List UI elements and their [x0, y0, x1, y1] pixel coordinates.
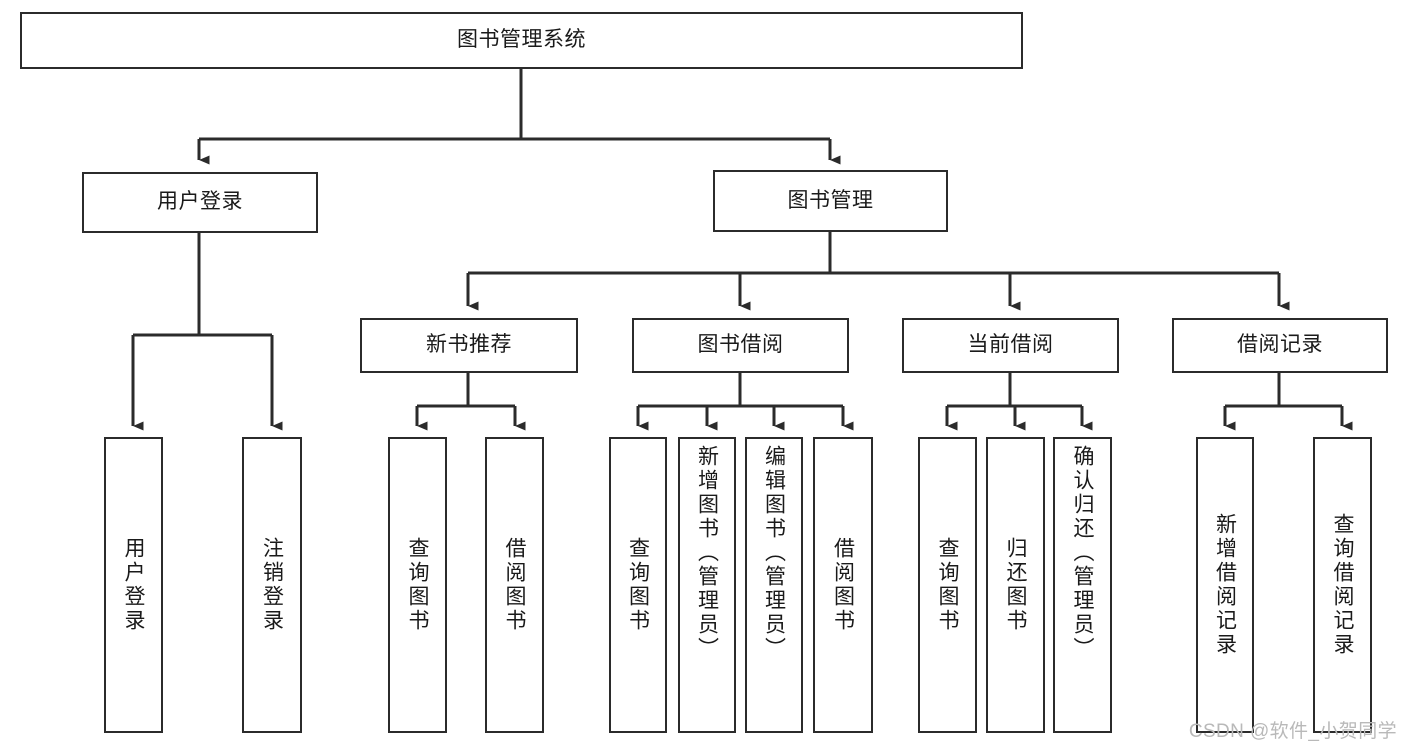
connector-newbook-to-leaves — [415, 373, 526, 431]
connector-borrowrecord-to-leaves — [1223, 373, 1353, 431]
node-label: 用户登录 — [122, 537, 145, 633]
node-label: 图书管理 — [787, 188, 874, 212]
node-label: 查询借阅记录 — [1331, 513, 1354, 657]
node-leaf-add-borrow-record[interactable]: 新增借阅记录 — [1196, 437, 1254, 733]
node-label: 用户登录 — [157, 190, 243, 214]
node-leaf-logout[interactable]: 注销登录 — [242, 437, 302, 733]
node-label: 新增图书（管理员） — [695, 445, 719, 661]
node-label: 图书管理系统 — [457, 28, 586, 52]
node-leaf-confirm-return-admin[interactable]: 确认归还（管理员） — [1053, 437, 1112, 733]
node-book-borrow[interactable]: 图书借阅 — [632, 318, 849, 373]
node-leaf-user-login[interactable]: 用户登录 — [104, 437, 163, 733]
node-leaf-query-borrow-record[interactable]: 查询借阅记录 — [1313, 437, 1372, 733]
node-label: 新书推荐 — [426, 333, 512, 357]
connector-root-to-level1 — [197, 69, 841, 165]
node-book-management[interactable]: 图书管理 — [713, 170, 948, 232]
node-label: 新增借阅记录 — [1213, 513, 1237, 657]
node-root-library-system[interactable]: 图书管理系统 — [20, 12, 1023, 69]
node-leaf-return-book[interactable]: 归还图书 — [986, 437, 1045, 733]
node-label: 借阅图书 — [831, 537, 855, 633]
node-label: 编辑图书（管理员） — [762, 445, 786, 661]
node-label: 当前借阅 — [967, 333, 1054, 357]
node-label: 确认归还（管理员） — [1071, 445, 1094, 661]
node-label: 查询图书 — [626, 537, 650, 633]
node-new-book-recommend[interactable]: 新书推荐 — [360, 318, 578, 373]
node-label: 注销登录 — [260, 537, 284, 633]
connector-userlogin-to-leaves — [131, 233, 283, 431]
node-leaf-borrow-book-recommend[interactable]: 借阅图书 — [485, 437, 544, 733]
connector-bookmgmt-to-level2 — [466, 232, 1290, 311]
node-leaf-add-book-admin[interactable]: 新增图书（管理员） — [678, 437, 736, 733]
node-label: 借阅图书 — [503, 537, 526, 633]
node-leaf-query-book-borrow[interactable]: 查询图书 — [609, 437, 667, 733]
node-label: 查询图书 — [406, 537, 429, 633]
node-leaf-query-book-current[interactable]: 查询图书 — [918, 437, 977, 733]
node-leaf-borrow-book[interactable]: 借阅图书 — [813, 437, 873, 733]
node-label: 归还图书 — [1004, 537, 1027, 633]
connector-currentborrow-to-leaves — [945, 373, 1093, 431]
node-leaf-edit-book-admin[interactable]: 编辑图书（管理员） — [745, 437, 803, 733]
node-label: 图书借阅 — [697, 333, 784, 357]
node-borrow-record[interactable]: 借阅记录 — [1172, 318, 1388, 373]
node-current-borrow[interactable]: 当前借阅 — [902, 318, 1119, 373]
connector-bookborrow-to-leaves — [636, 373, 854, 431]
node-leaf-query-book-recommend[interactable]: 查询图书 — [388, 437, 447, 733]
node-label: 借阅记录 — [1237, 333, 1323, 357]
node-user-login[interactable]: 用户登录 — [82, 172, 318, 233]
node-label: 查询图书 — [936, 537, 959, 633]
